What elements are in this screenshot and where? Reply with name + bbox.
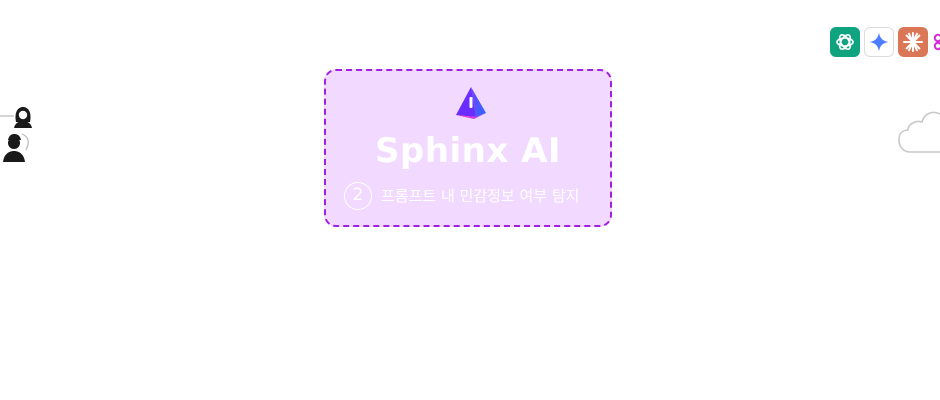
step-row: 2 프롬프트 내 민감정보 여부 탐지 [344,179,579,213]
partial-icon [932,27,940,57]
step-number-badge: 2 [344,182,372,210]
gemini-icon [864,27,894,57]
claude-icon [898,27,928,57]
step-description: 프롬프트 내 민감정보 여부 탐지 [381,187,580,205]
openai-icon [830,27,860,57]
sphinx-ai-box: Sphinx AI 2 프롬프트 내 민감정보 여부 탐지 [324,69,612,227]
user-icon [3,134,25,162]
sphinx-logo-icon [456,87,486,119]
cloud-icon [898,111,940,153]
user-icon [14,107,32,128]
users-icon [0,107,32,162]
sphinx-title: Sphinx AI [374,131,562,171]
